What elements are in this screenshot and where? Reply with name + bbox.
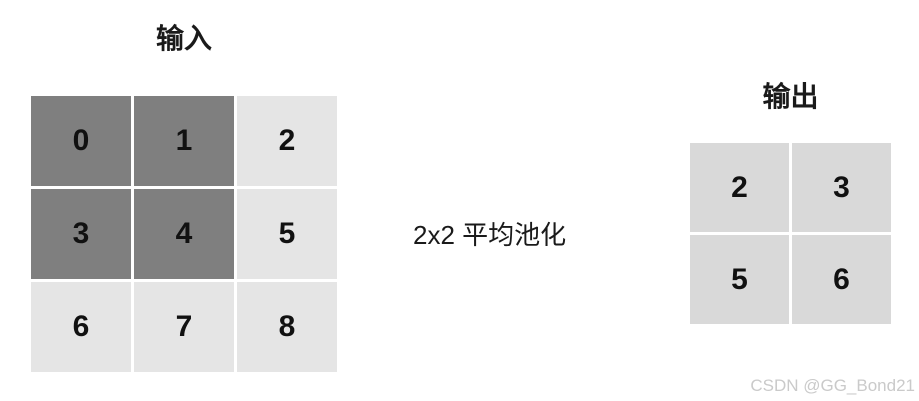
output-grid: 2 3 5 6: [690, 143, 891, 324]
input-cell-4: 4: [134, 189, 234, 279]
csdn-watermark: CSDN @GG_Bond21: [750, 376, 915, 395]
input-grid-title: 输入: [155, 23, 212, 54]
output-grid-title: 输出: [762, 81, 819, 112]
input-cell-6: 6: [31, 282, 131, 372]
input-cell-8: 8: [237, 282, 337, 372]
input-cell-5: 5: [237, 189, 337, 279]
input-cell-0: 0: [31, 96, 131, 186]
output-cell-2: 5: [690, 235, 789, 324]
input-cell-2: 2: [237, 96, 337, 186]
output-cell-0: 2: [690, 143, 789, 232]
input-cell-1: 1: [134, 96, 234, 186]
input-cell-7: 7: [134, 282, 234, 372]
pooling-operation-label: 2x2 平均池化: [413, 220, 567, 250]
output-cell-3: 6: [792, 235, 891, 324]
output-cell-1: 3: [792, 143, 891, 232]
input-cell-3: 3: [31, 189, 131, 279]
input-grid: 0 1 2 3 4 5 6 7 8: [31, 96, 337, 372]
